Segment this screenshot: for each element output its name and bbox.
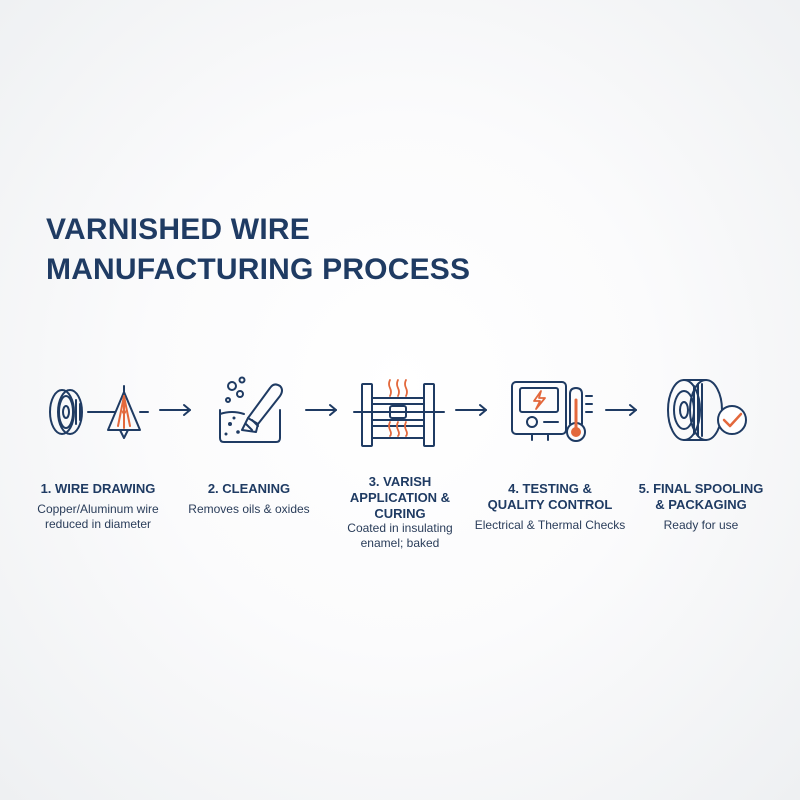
step-3-title: 3. VARISH APPLICATION & CURING <box>349 474 451 521</box>
arrow-right-icon <box>454 402 490 423</box>
step-4-description: Electrical & Thermal Checks <box>474 518 626 532</box>
step-5-description: Ready for use <box>663 518 739 532</box>
cleaning-icon <box>212 374 292 446</box>
step-4-title: 4. TESTING & QUALITY CONTROL <box>487 481 613 512</box>
varnish-curing-icon <box>352 374 446 450</box>
step-1-description: Copper/Aluminum wire reduced in diameter <box>37 502 159 531</box>
testing-icon <box>508 378 594 448</box>
arrow-right-icon <box>304 402 340 423</box>
page-title: VARNISHED WIRE MANUFACTURING PROCESS <box>46 210 470 290</box>
step-2-title: 2. CLEANING <box>207 481 291 496</box>
spool-package-icon <box>660 374 756 450</box>
title-line-2: MANUFACTURING PROCESS <box>46 253 471 286</box>
arrow-right-icon <box>158 402 194 423</box>
step-5-title: 5. FINAL SPOOLING & PACKAGING <box>638 481 764 512</box>
step-3-description: Coated in insulating enamel; baked <box>347 521 453 550</box>
arrow-right-icon <box>604 402 640 423</box>
step-1-title: 1. WIRE DRAWING <box>40 481 156 496</box>
title-line-1: VARNISHED WIRE <box>46 213 310 246</box>
wire-drawing-icon <box>40 378 150 448</box>
step-2-description: Removes oils & oxides <box>188 502 310 516</box>
